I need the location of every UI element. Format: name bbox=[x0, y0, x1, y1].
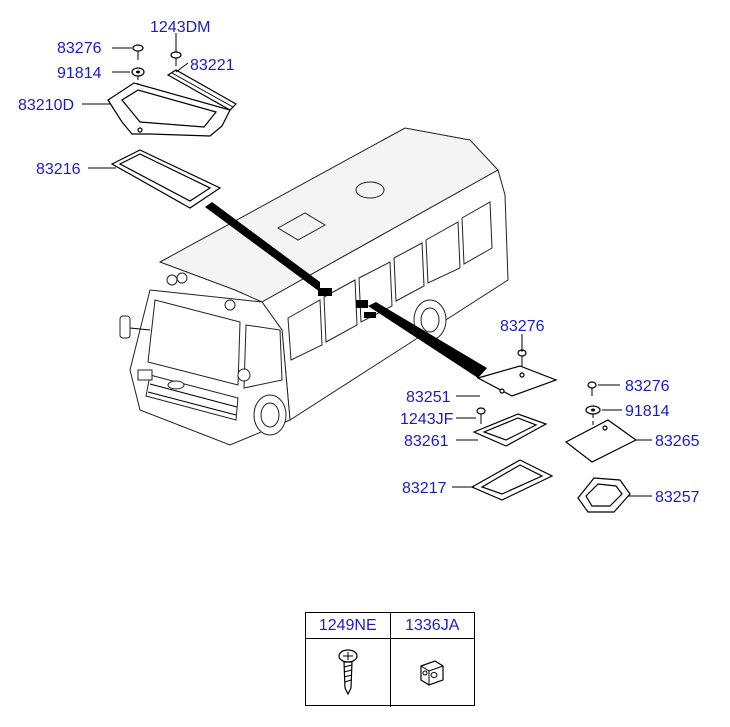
clip-icon bbox=[420, 660, 444, 686]
gasket-83261 bbox=[472, 413, 548, 447]
seal-83216 bbox=[110, 149, 222, 209]
frame-83210d bbox=[107, 82, 231, 137]
label-83217: 83217 bbox=[402, 480, 447, 497]
label-83276-right: 83276 bbox=[625, 378, 670, 395]
label-83251: 83251 bbox=[406, 389, 451, 406]
leader-wedge-bottom bbox=[368, 302, 487, 378]
grommet-83257 bbox=[577, 477, 631, 513]
label-83221: 83221 bbox=[190, 57, 235, 74]
label-83257: 83257 bbox=[655, 489, 700, 506]
seal-83217 bbox=[470, 459, 554, 501]
leader-wedge-top bbox=[205, 202, 320, 292]
screw-1243dm bbox=[170, 51, 182, 66]
label-1243jf: 1243JF bbox=[400, 411, 454, 428]
bus-illustration bbox=[119, 127, 509, 446]
label-83265: 83265 bbox=[655, 433, 700, 450]
plate-83265 bbox=[564, 419, 638, 463]
label-83276-mid: 83276 bbox=[500, 318, 545, 335]
label-83216: 83216 bbox=[36, 161, 81, 178]
screw-83276-right bbox=[587, 381, 597, 396]
screw-83276-top bbox=[132, 44, 144, 60]
screw-icon bbox=[338, 649, 358, 696]
legend-table: 1249NE 1336JA bbox=[305, 612, 475, 707]
screw-83276-mid bbox=[517, 349, 527, 366]
legend-cell-screw bbox=[306, 639, 390, 707]
label-83261: 83261 bbox=[404, 433, 449, 450]
legend-cell-clip bbox=[389, 639, 475, 707]
legend-header-row: 1249NE 1336JA bbox=[306, 613, 474, 639]
cover-83251 bbox=[476, 365, 558, 397]
legend-header-1336ja: 1336JA bbox=[389, 613, 475, 638]
label-91814-top: 91814 bbox=[57, 65, 102, 82]
rail-83221 bbox=[166, 69, 237, 111]
washer-91814-top bbox=[131, 67, 145, 77]
washer-91814-right bbox=[585, 405, 601, 415]
legend-header-1249ne: 1249NE bbox=[318, 616, 377, 634]
label-1243dm: 1243DM bbox=[150, 19, 210, 36]
legend-icon-row bbox=[306, 639, 474, 707]
label-83276-top: 83276 bbox=[57, 40, 102, 57]
label-83210d: 83210D bbox=[18, 97, 74, 114]
screw-1243jf bbox=[476, 407, 486, 424]
label-91814-right: 91814 bbox=[625, 403, 670, 420]
